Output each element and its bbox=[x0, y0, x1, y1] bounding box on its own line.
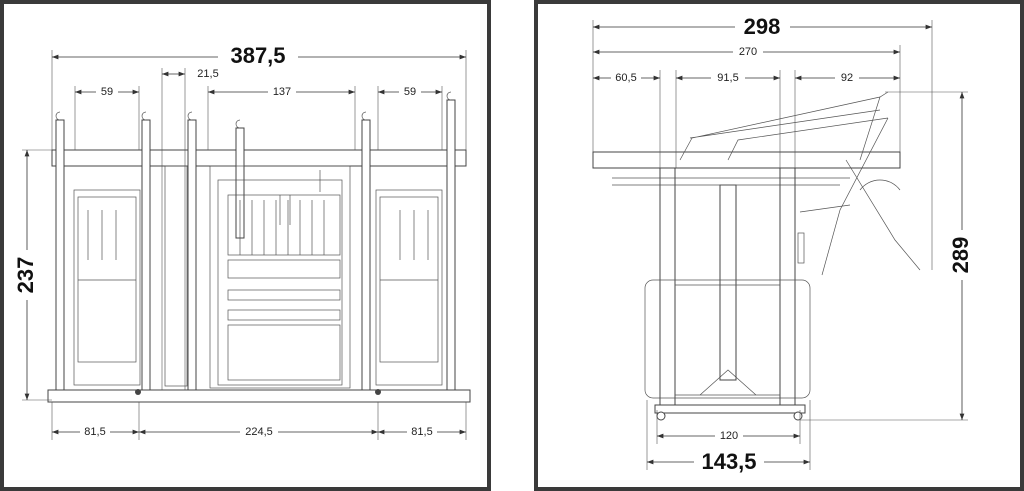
front-view-frame bbox=[0, 0, 491, 491]
dim-section-left: 60,5 bbox=[615, 72, 636, 84]
dim-inner-base: 120 bbox=[720, 430, 738, 442]
top-beam bbox=[51, 149, 467, 167]
dim-gap-width: 21,5 bbox=[197, 68, 218, 80]
side-view-panel: 298 270 60,5 91,5 92 289 120 143,5 bbox=[534, 0, 1024, 491]
dim-outer-base: 143,5 bbox=[701, 449, 756, 474]
base-beam bbox=[47, 389, 471, 403]
dim-frame-length: 270 bbox=[739, 46, 757, 58]
dim-left-gate: 59 bbox=[101, 86, 113, 98]
front-view-panel: 387,5 21,5 59 137 59 237 81,5 224,5 81,5 bbox=[0, 0, 491, 491]
dim-height: 237 bbox=[13, 257, 38, 294]
side-view-structure bbox=[592, 91, 921, 421]
dim-overall-width: 387,5 bbox=[230, 43, 285, 68]
dim-right-gate: 59 bbox=[404, 86, 416, 98]
front-view-dimensions: 387,5 21,5 59 137 59 237 81,5 224,5 81,5 bbox=[13, 43, 467, 440]
dim-side-height: 289 bbox=[948, 237, 973, 274]
dim-bottom-left: 81,5 bbox=[84, 426, 105, 438]
dim-overall-length: 298 bbox=[744, 14, 781, 39]
dim-center-width: 137 bbox=[273, 86, 291, 98]
dim-section-right: 92 bbox=[841, 72, 853, 84]
dim-section-middle: 91,5 bbox=[717, 72, 738, 84]
dim-bottom-center: 224,5 bbox=[245, 426, 273, 438]
front-view-structure bbox=[47, 91, 471, 403]
top-rail bbox=[592, 151, 901, 169]
side-view-dimensions: 298 270 60,5 91,5 92 289 120 143,5 bbox=[592, 14, 974, 476]
dim-bottom-right: 81,5 bbox=[411, 426, 432, 438]
